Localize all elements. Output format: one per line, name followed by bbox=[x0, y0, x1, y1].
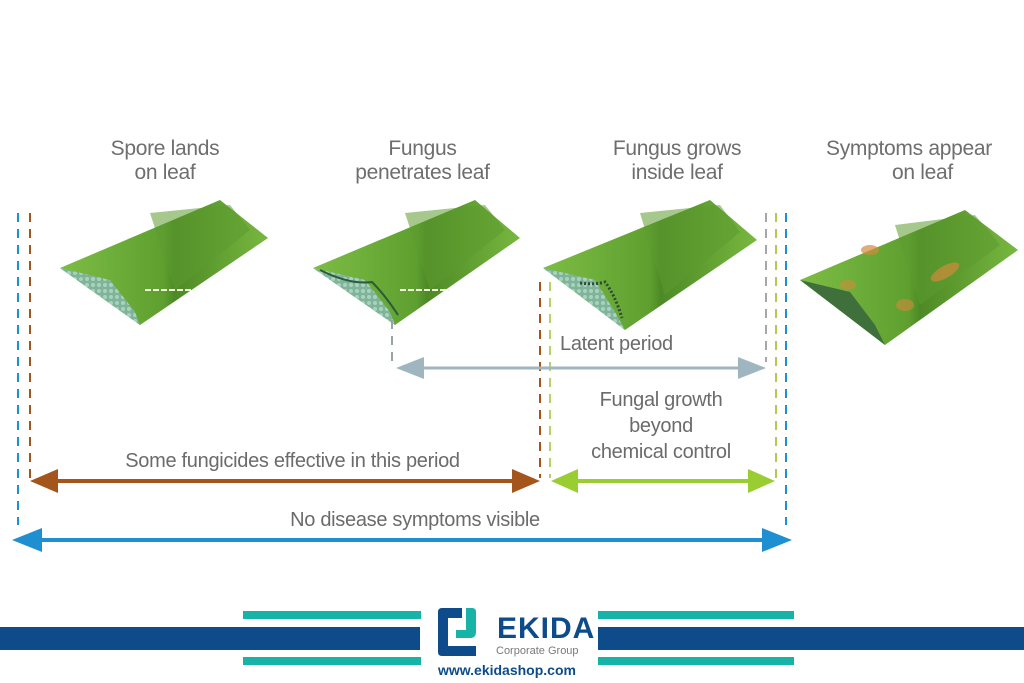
footer-teal-bar-bottom-left bbox=[243, 657, 421, 665]
beyond-control-label-line: chemical control bbox=[591, 441, 731, 463]
footer-navy-bar-right bbox=[598, 627, 1024, 650]
footer-teal-bar-bottom-right bbox=[598, 657, 794, 665]
stage-title-fungus-penetrates: Fungus penetrates leaf bbox=[335, 137, 510, 185]
leaf-illustration-2 bbox=[313, 200, 520, 325]
stage-title-line: Fungus bbox=[388, 137, 457, 160]
stage-title-line: Symptoms appear bbox=[826, 137, 992, 160]
fungicide-period-arrow bbox=[30, 469, 540, 493]
stage-title-line: penetrates leaf bbox=[355, 161, 490, 184]
infection-timeline-diagram bbox=[12, 200, 1018, 552]
footer-banner bbox=[0, 600, 1024, 683]
stage-title-fungus-grows: Fungus grows inside leaf bbox=[592, 137, 762, 185]
footer-teal-bar-top-left bbox=[243, 611, 421, 619]
no-symptoms-arrow bbox=[12, 528, 792, 552]
footer-navy-bar-left bbox=[0, 627, 420, 650]
stage-title-line: on leaf bbox=[134, 161, 196, 184]
leaf-illustration-3 bbox=[543, 200, 757, 330]
ekida-logo-icon bbox=[438, 608, 476, 656]
stage-title-line: Fungus grows bbox=[612, 137, 742, 160]
beyond-control-label-line: Fungal growth bbox=[599, 389, 723, 411]
beyond-control-arrow bbox=[551, 469, 775, 493]
no-symptoms-label: No disease symptoms visible bbox=[290, 509, 540, 531]
brand-name: EKIDA bbox=[497, 612, 596, 645]
fungicide-period-label: Some fungicides effective in this period bbox=[125, 450, 460, 472]
beyond-control-label: Fungal growth beyond chemical control bbox=[566, 387, 756, 465]
latent-period-arrow bbox=[396, 357, 766, 379]
beyond-control-label-line: beyond bbox=[629, 415, 693, 437]
brand-url-link[interactable]: www.ekidashop.com bbox=[438, 662, 576, 678]
stage-title-symptoms-appear: Symptoms appear on leaf bbox=[826, 137, 1024, 185]
footer-teal-bar-top-right bbox=[598, 611, 794, 619]
stage-title-spore-lands: Spore lands on leaf bbox=[90, 137, 240, 185]
leaf-illustration-1 bbox=[60, 200, 268, 325]
leaf-illustration-4 bbox=[800, 210, 1018, 345]
latent-period-label: Latent period bbox=[560, 333, 673, 355]
brand-subtitle: Corporate Group bbox=[496, 645, 579, 657]
stage-title-line: inside leaf bbox=[631, 161, 723, 184]
stage-title-line: Spore lands bbox=[110, 137, 220, 160]
stage-title-line: on leaf bbox=[892, 161, 953, 184]
